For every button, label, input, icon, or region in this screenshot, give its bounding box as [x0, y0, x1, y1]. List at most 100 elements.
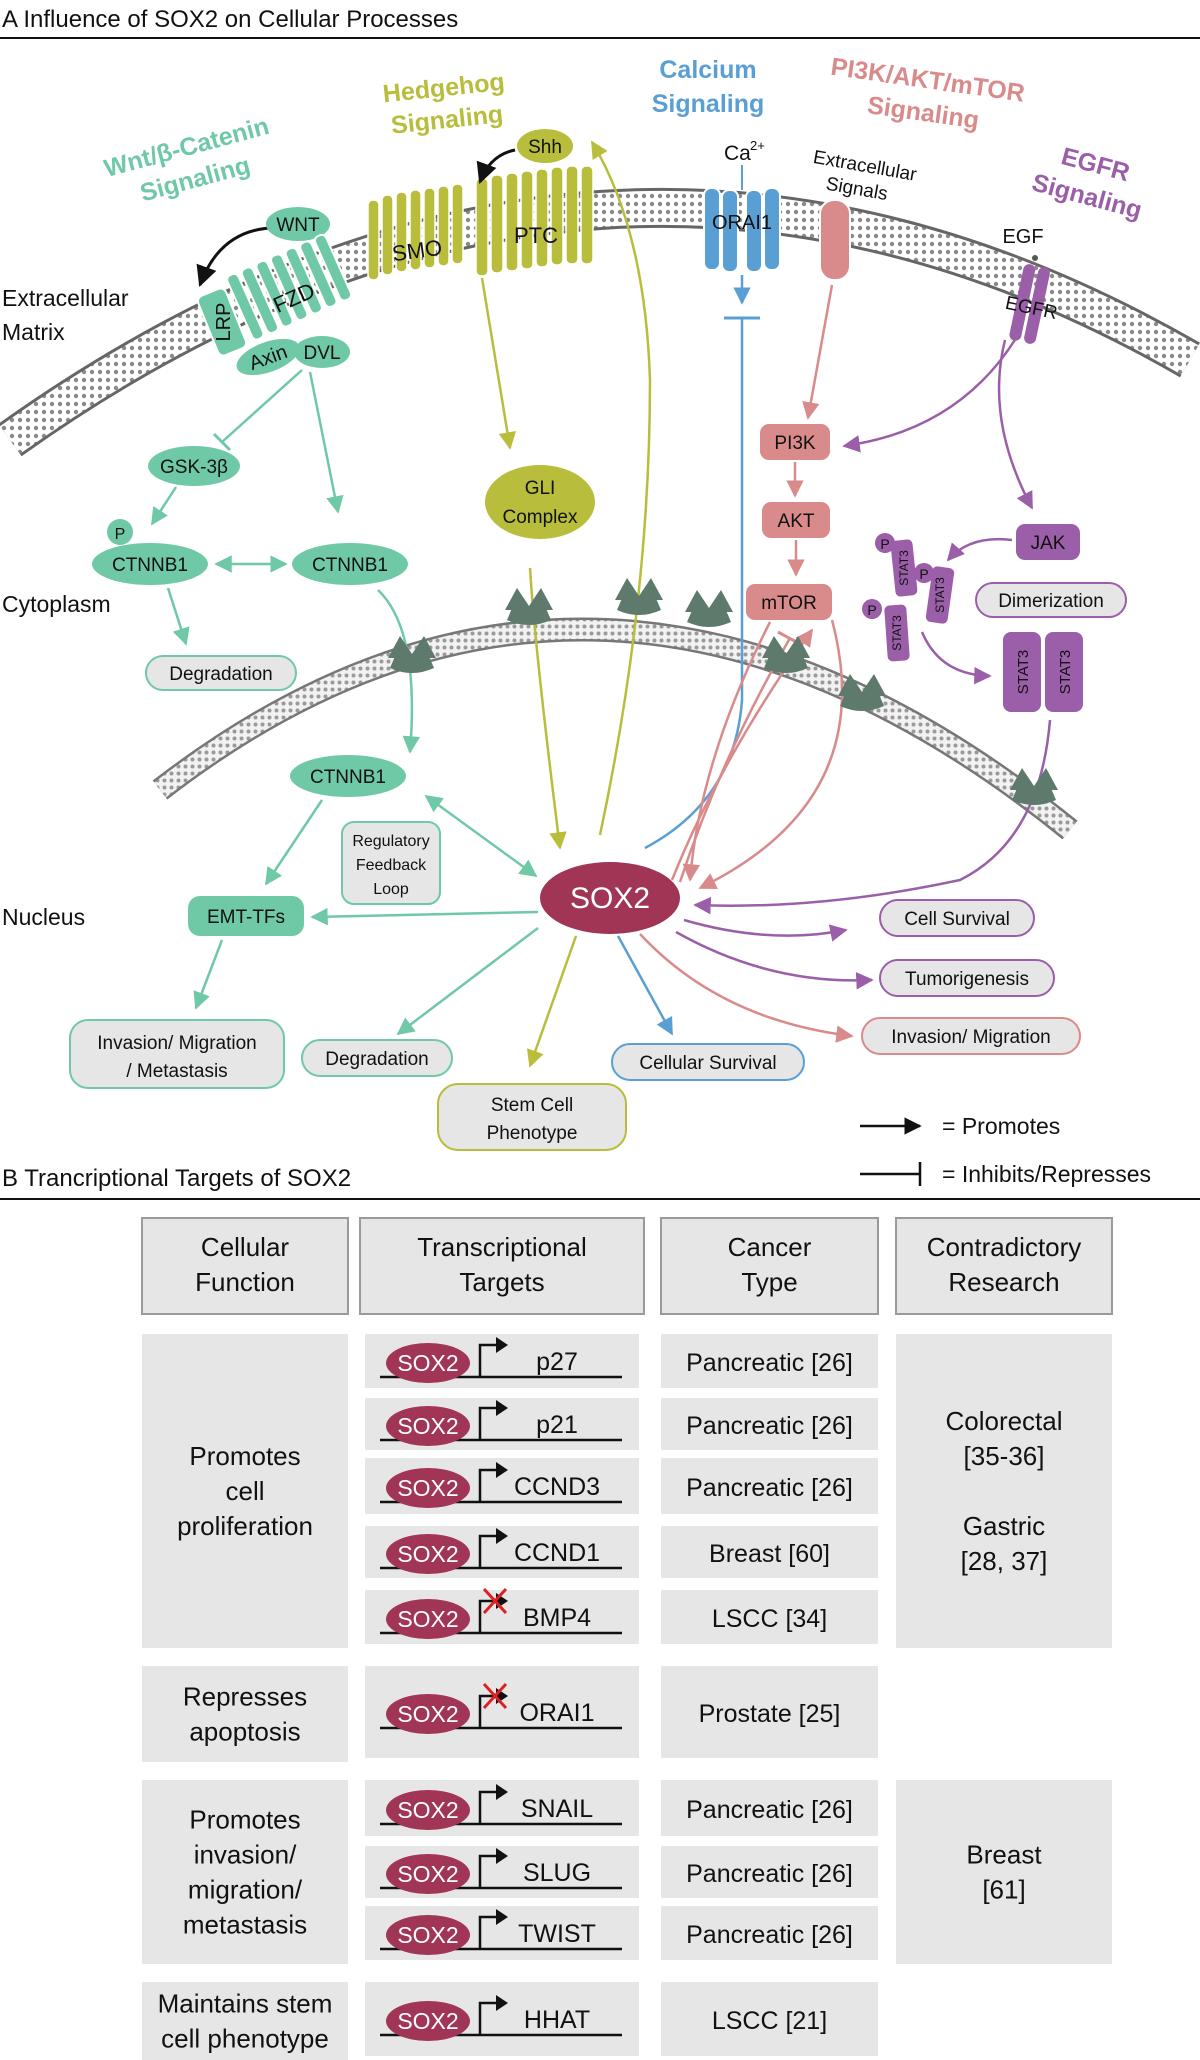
- svg-text:WNT: WNT: [276, 215, 320, 236]
- invasion-metastasis-box: [69, 1019, 285, 1089]
- egf-ligand-label: EGF: [1002, 226, 1043, 248]
- dvl-node: [294, 336, 350, 368]
- cancer-type-label: LSCC [21]: [712, 2007, 827, 2035]
- svg-text:P: P: [115, 526, 126, 543]
- target-gene-label: SNAIL: [521, 1795, 593, 1823]
- region-label-nucleus: Nucleus: [2, 904, 85, 930]
- table-body: PromotescellproliferationColorectal[35-3…: [142, 1334, 1112, 2060]
- stat3-to-dimer-arrow: [920, 631, 992, 685]
- sox2-to-degradation-arrow: [396, 927, 539, 1036]
- region-label-cytoplasm: Cytoplasm: [2, 591, 111, 617]
- svg-text:Cellular Survival: Cellular Survival: [639, 1053, 776, 1074]
- svg-text:EMT-TFs: EMT-TFs: [207, 907, 285, 928]
- legend: = Promotes = Inhibits/Represses: [860, 1113, 1151, 1187]
- table-header-cell: [660, 1217, 879, 1315]
- axin-node: [236, 338, 300, 376]
- tumorigenesis-box: [879, 959, 1055, 997]
- svg-text:JAK: JAK: [1031, 533, 1066, 554]
- contradictory-cell: [896, 1780, 1112, 1964]
- sox2-inhibits-mtor: [678, 637, 792, 883]
- cancer-type-label: Breast [60]: [709, 1540, 830, 1568]
- degradation-box-nucleus: [301, 1039, 453, 1077]
- hh-to-gli-arrow: [480, 277, 517, 450]
- table-header-cell: [359, 1217, 645, 1315]
- to-degradation-arrow: [166, 587, 190, 646]
- repression-cross-icon: [482, 1682, 508, 1710]
- svg-text:Degradation: Degradation: [169, 664, 273, 685]
- cancer-cell: [661, 1982, 878, 2056]
- emt-to-invasion-arrow: [193, 939, 224, 1010]
- sox2-badge: [386, 1599, 470, 1639]
- svg-text:Phenotype: Phenotype: [487, 1123, 578, 1144]
- sox2-badge-label: SOX2: [397, 1413, 458, 1439]
- svg-text:STAT3: STAT3: [933, 577, 947, 613]
- cancer-cell: [661, 1398, 878, 1450]
- pathway-title-wnt: Wnt/β-Catenin Signaling: [101, 112, 272, 207]
- target-gene-label: SLUG: [523, 1859, 591, 1887]
- sox2-badge: [386, 1468, 470, 1508]
- svg-text:P: P: [919, 566, 928, 582]
- svg-text:Complex: Complex: [503, 507, 578, 528]
- dimerization-box: [975, 582, 1127, 618]
- sox2-badge: [386, 1854, 470, 1894]
- section-a-title: A Influence of SOX2 on Cellular Processe…: [2, 6, 458, 33]
- pi3k-to-sox2-arrow: [698, 619, 844, 890]
- svg-text:Tumorigenesis: Tumorigenesis: [905, 969, 1029, 990]
- table-headers: CellularFunctionTranscriptionalTargetsCa…: [141, 1217, 1113, 1315]
- contradictory-cell: [896, 1334, 1112, 1648]
- header-line: Cellular: [201, 1232, 289, 1262]
- svg-text:Regulatory: Regulatory: [352, 833, 429, 850]
- sox2-to-hedgehog-feedback: [590, 140, 652, 836]
- table-header-cell: [141, 1217, 349, 1315]
- svg-text:AKT: AKT: [778, 511, 815, 532]
- cancer-type-label: Pancreatic [26]: [686, 1474, 853, 1502]
- promoter-arrow-icon: [478, 1534, 498, 1568]
- mtor-to-sox2-arrow: [682, 621, 772, 882]
- repression-cross-icon: [482, 1587, 508, 1615]
- pathway-title-pi3k: PI3K/AKT/mTOR Signaling: [829, 53, 1026, 135]
- svg-text:PI3K: PI3K: [774, 433, 816, 454]
- promoter-arrow-icon: [478, 1343, 498, 1377]
- function-cell: [142, 1982, 348, 2060]
- cancer-cell: [661, 1458, 878, 1514]
- target-gene-label: CCND1: [514, 1539, 600, 1567]
- function-line: Promotes: [189, 1805, 300, 1835]
- table-group: PromotescellproliferationColorectal[35-3…: [142, 1334, 1112, 1648]
- pi3k-node: [760, 424, 830, 460]
- ctnnb1-cytoplasm-node: [292, 543, 408, 585]
- nuclear-pore: [615, 578, 663, 615]
- cell-survival-box: [879, 899, 1035, 937]
- svg-text:Signaling: Signaling: [390, 100, 505, 140]
- cancer-type-label: Pancreatic [26]: [686, 1412, 853, 1440]
- target-gene-label: HHAT: [524, 2006, 590, 2034]
- lrp-receptor: [196, 287, 248, 357]
- jak-to-stat3-arrow: [946, 538, 1013, 562]
- contradictory-line: Colorectal: [945, 1406, 1062, 1436]
- svg-text:Loop: Loop: [373, 881, 409, 898]
- header-line: Targets: [459, 1267, 544, 1297]
- nuclear-pore: [838, 674, 886, 711]
- sox2-to-orai1-line: [644, 318, 744, 850]
- pathway-title-hedgehog: Hedgehog Signaling: [382, 68, 506, 140]
- function-line: Represses: [183, 1682, 307, 1712]
- ptc-receptor: [475, 165, 594, 277]
- contradictory-line: Breast: [966, 1840, 1042, 1870]
- header-line: Transcriptional: [417, 1232, 587, 1262]
- contradictory-line: [28, 37]: [961, 1546, 1048, 1576]
- sox2-to-cellular-survival-arrow: [616, 935, 674, 1036]
- function-line: Promotes: [189, 1441, 300, 1471]
- wnt-ligand: [266, 207, 330, 241]
- svg-text:P: P: [867, 602, 876, 618]
- svg-text:P: P: [880, 536, 889, 552]
- emt-tfs-node: [188, 896, 304, 936]
- pathway-title-calcium-1: Calcium: [659, 56, 756, 84]
- table-group: Promotesinvasion/migration/metastasisBre…: [142, 1780, 1112, 1964]
- degradation-box-wnt: [145, 655, 297, 691]
- svg-text:Invasion/ Migration: Invasion/ Migration: [891, 1027, 1050, 1048]
- cancer-cell: [661, 1590, 878, 1644]
